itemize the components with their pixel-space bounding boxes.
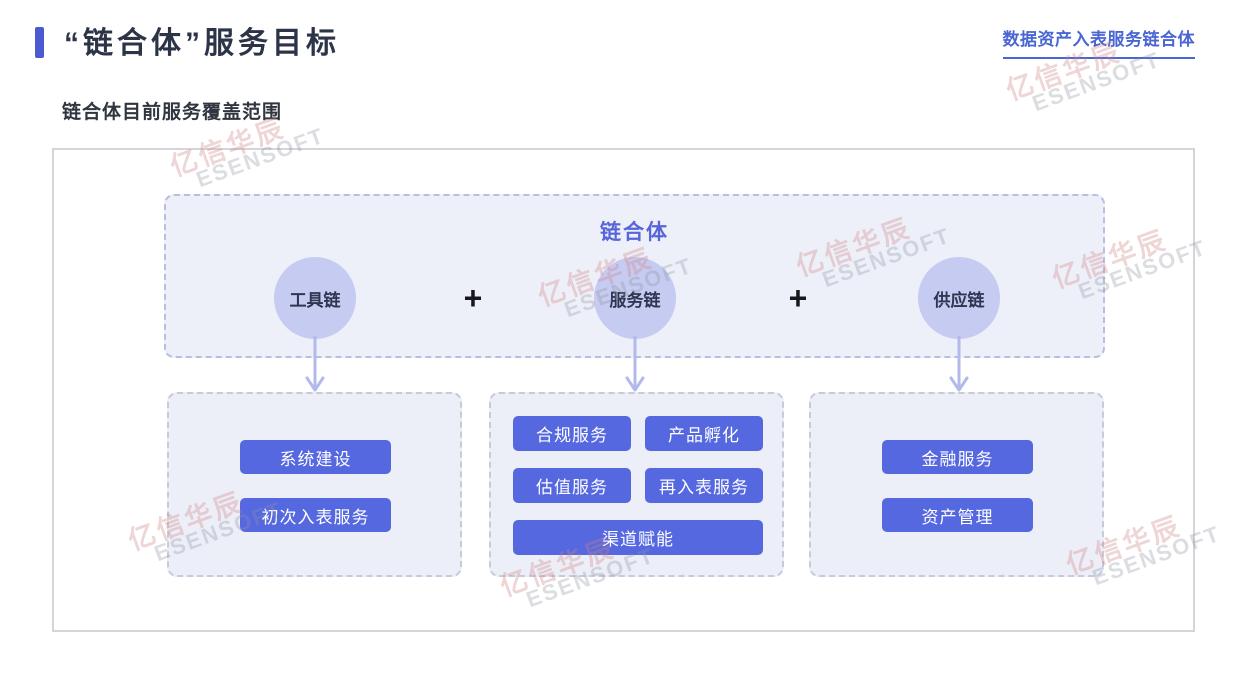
diagram-container: 链合体 工具链 + 服务链 + 供应链 系统建设 初次入表服务 合规服务 产品孵… <box>52 148 1195 632</box>
down-arrow-icon <box>624 334 646 399</box>
service-pill-finance: 金融服务 <box>882 440 1033 474</box>
chain-union-title: 链合体 <box>600 221 669 244</box>
down-arrow-icon <box>304 334 326 399</box>
chain-union-box: 链合体 工具链 + 服务链 + 供应链 <box>164 194 1105 358</box>
tool-chain-services-box: 系统建设 初次入表服务 <box>167 392 462 577</box>
down-arrow-icon <box>948 334 970 399</box>
section-subtitle: 链合体目前服务覆盖范围 <box>62 102 283 123</box>
service-pill-valuation: 估值服务 <box>513 468 631 503</box>
service-pill-re-entry: 再入表服务 <box>645 468 763 503</box>
service-chain-services-box: 合规服务 产品孵化 估值服务 再入表服务 渠道赋能 <box>489 392 784 577</box>
service-pill-incubation: 产品孵化 <box>645 416 763 451</box>
service-pill-system-build: 系统建设 <box>240 440 391 474</box>
corner-tag-link[interactable]: 数据资产入表服务链合体 <box>1002 25 1195 59</box>
plus-sign: + <box>463 280 483 316</box>
service-pill-channel-enable: 渠道赋能 <box>513 520 763 555</box>
title-accent-bar <box>35 27 44 58</box>
supply-chain-services-box: 金融服务 资产管理 <box>809 392 1104 577</box>
service-pill-asset-mgmt: 资产管理 <box>882 498 1033 532</box>
service-pill-compliance: 合规服务 <box>513 416 631 451</box>
node-supply-chain: 供应链 <box>918 257 1000 339</box>
service-pill-first-entry: 初次入表服务 <box>240 498 391 532</box>
node-service-chain: 服务链 <box>594 257 676 339</box>
node-tool-chain: 工具链 <box>274 257 356 339</box>
page-title: “链合体”服务目标 <box>64 27 340 60</box>
plus-sign: + <box>788 280 808 316</box>
